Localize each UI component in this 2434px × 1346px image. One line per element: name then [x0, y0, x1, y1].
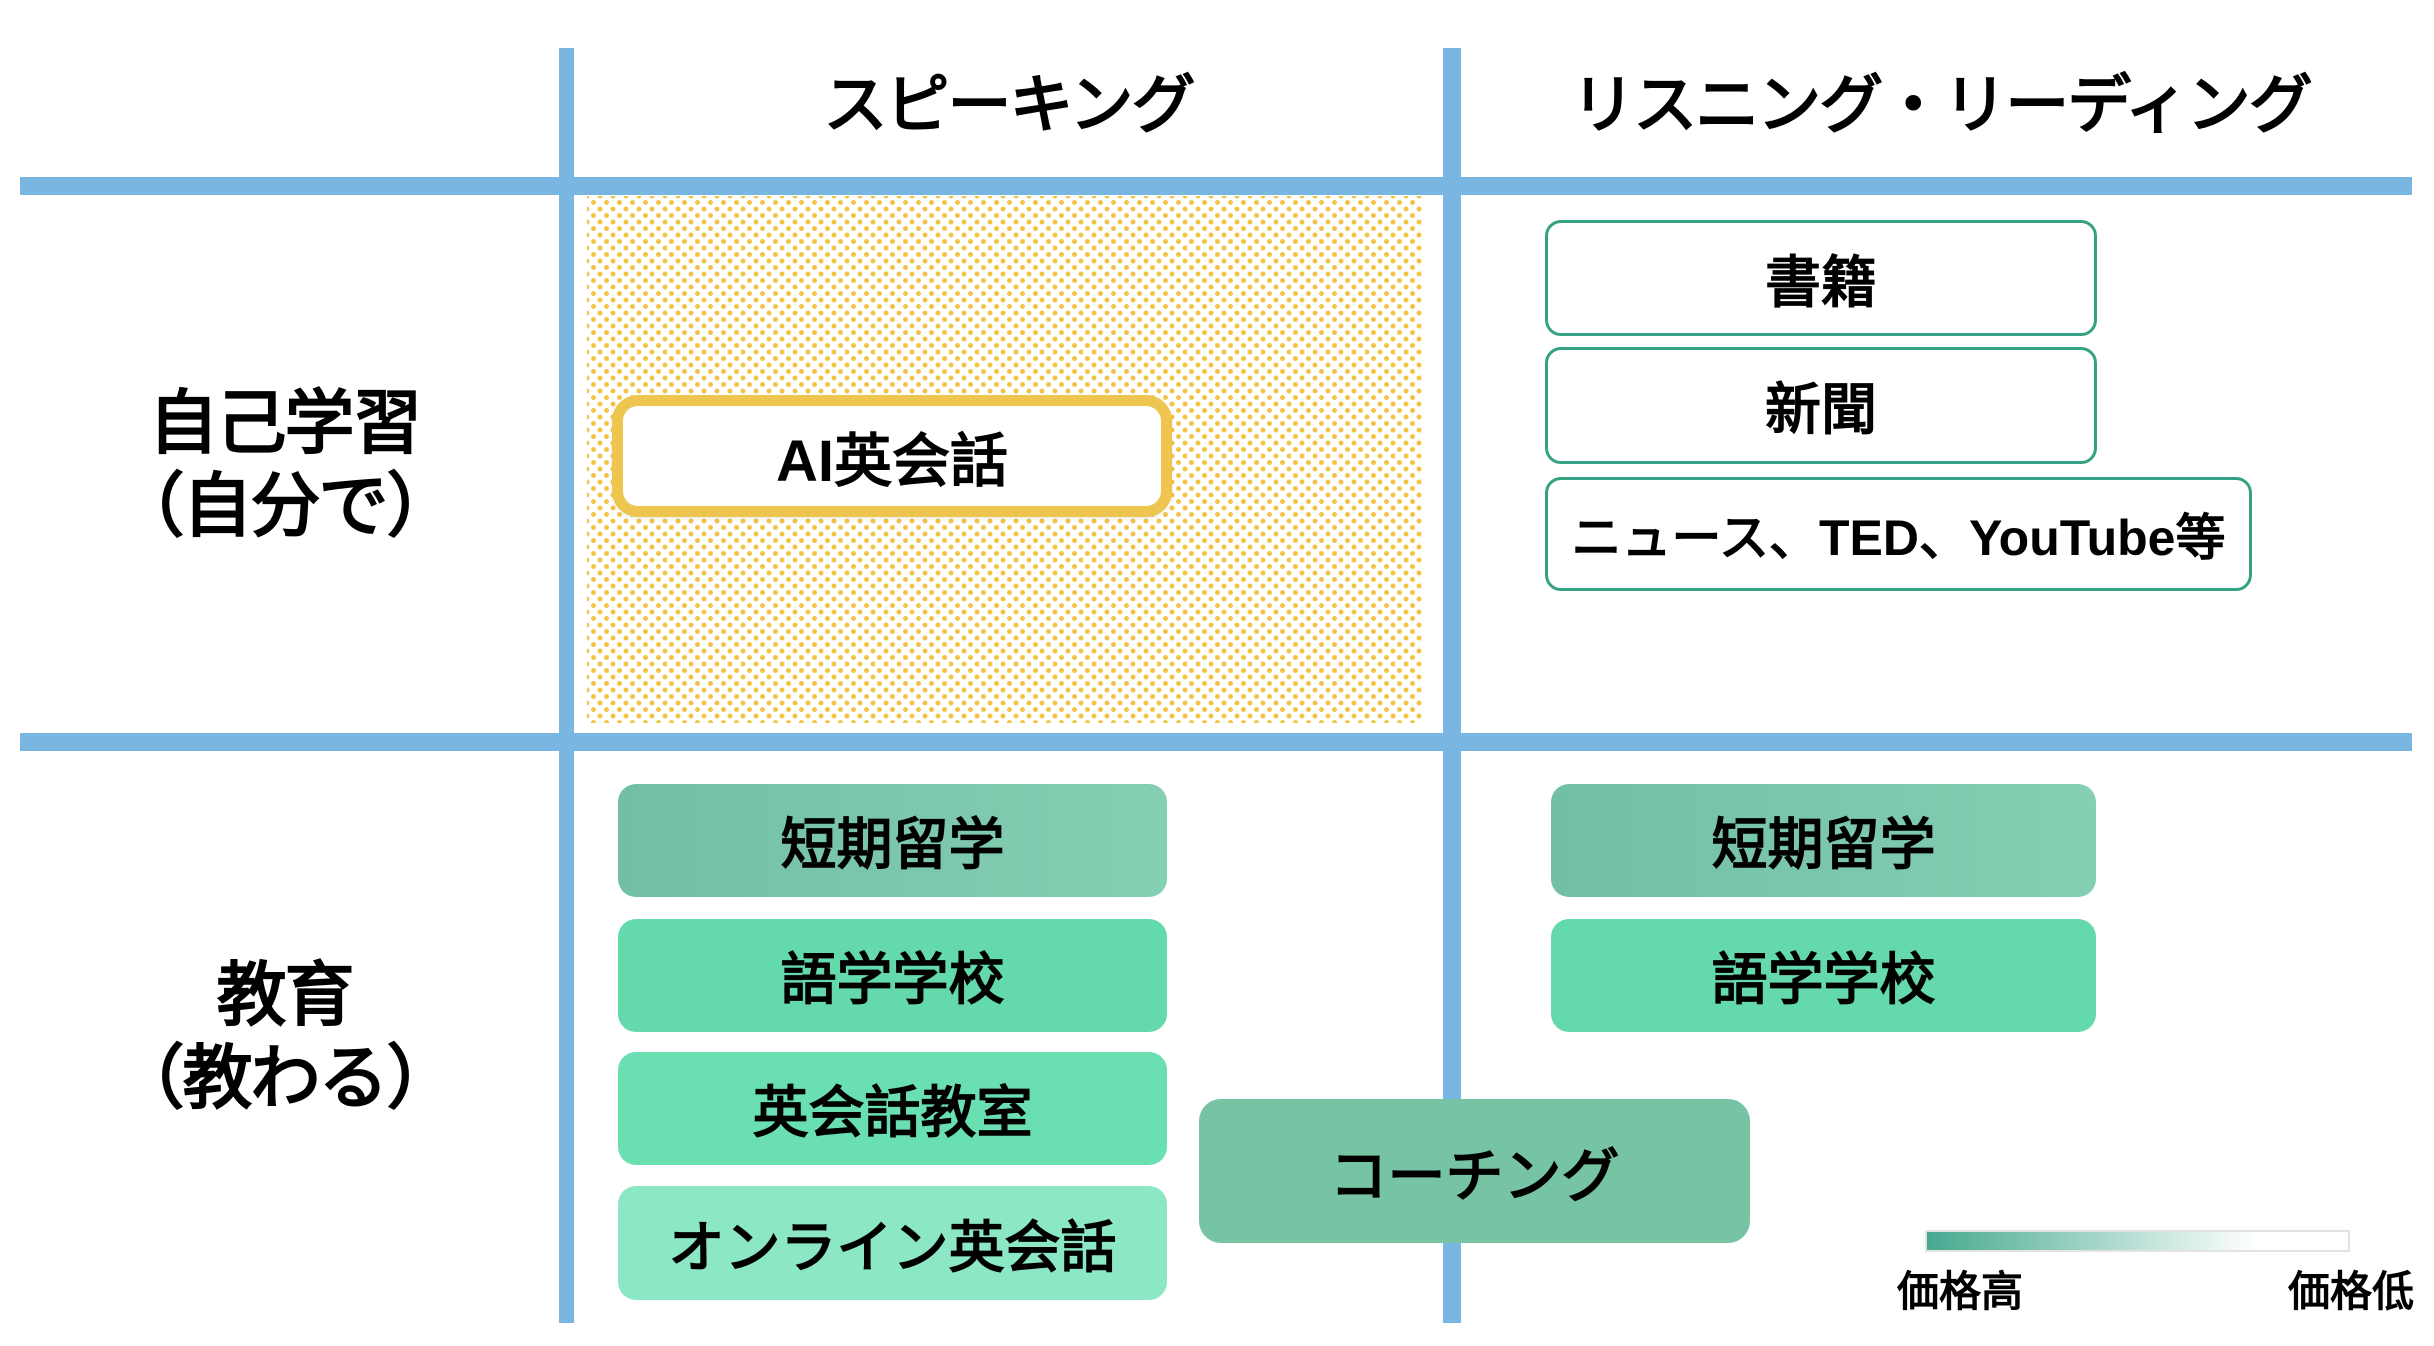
box-newspaper: 新聞: [1545, 347, 2097, 464]
row-header-self-study-line2: （自分で）: [114, 466, 457, 545]
grid-line-vertical-left: [559, 48, 574, 1323]
column-header-speaking: スピーキング: [823, 69, 1195, 141]
row-header-education-line1: 教育: [216, 956, 355, 1035]
row-header-education-line2: （教わる）: [114, 1039, 457, 1117]
grid-line-horizontal-middle: [20, 733, 2412, 751]
box-short-study-abroad-listening: 短期留学: [1551, 784, 2096, 897]
box-books: 書籍: [1545, 220, 2097, 336]
price-legend-bar: [1925, 1230, 2350, 1252]
box-language-school-speaking: 語学学校: [618, 919, 1167, 1032]
price-low-label: 価格低: [2287, 1268, 2414, 1315]
grid-line-horizontal-top: [20, 177, 2412, 195]
row-header-education: 教育 （教わる）: [10, 751, 559, 1323]
box-eikaiwa-classroom: 英会話教室: [618, 1052, 1167, 1165]
box-language-school-listening: 語学学校: [1551, 919, 2096, 1032]
box-short-study-abroad-speaking: 短期留学: [618, 784, 1167, 897]
box-coaching: コーチング: [1199, 1099, 1750, 1243]
row-header-self-study-line1: 自己学習: [148, 383, 423, 462]
box-online-eikaiwa: オンライン英会話: [618, 1186, 1167, 1300]
ai-eikaiwa-highlight-box: AI英会話: [612, 395, 1172, 517]
price-high-label: 価格高: [1897, 1268, 2024, 1315]
row-header-self-study: 自己学習 （自分で）: [10, 196, 559, 733]
column-header-listening-reading: リスニング・リーディング: [1571, 69, 2313, 141]
box-news-ted-youtube: ニュース、TED、YouTube等: [1545, 477, 2252, 591]
grid-line-vertical-right: [1443, 48, 1461, 1323]
